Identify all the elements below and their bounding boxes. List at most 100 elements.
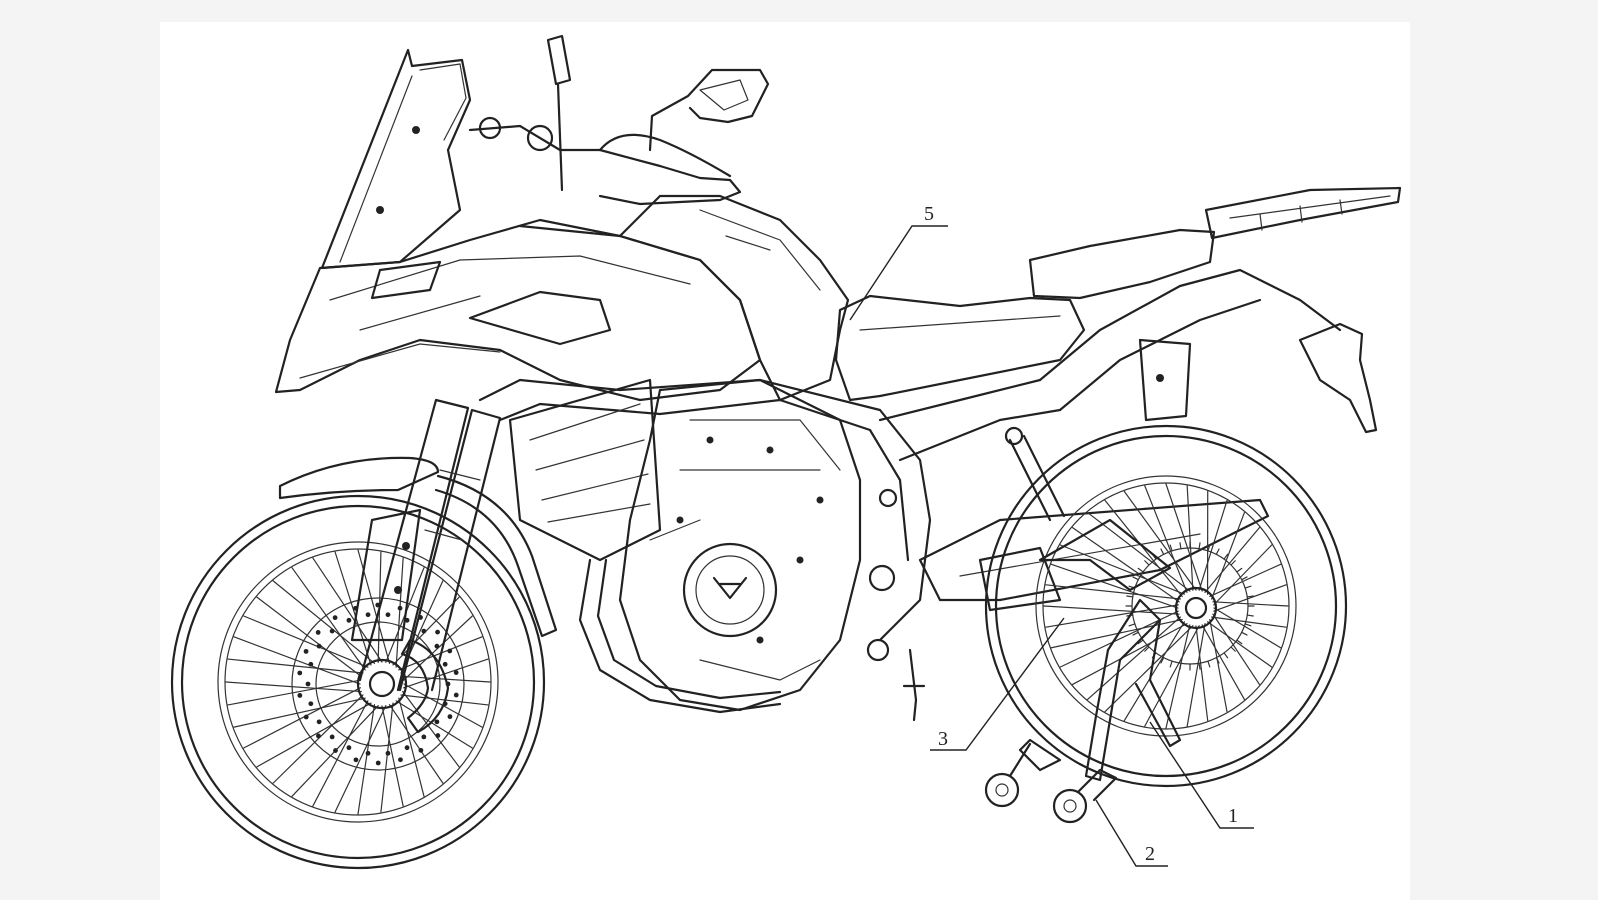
sprocket-tooth xyxy=(1236,639,1243,645)
rider-seat xyxy=(834,294,1086,402)
sprocket-tooth xyxy=(1179,662,1182,670)
rear-shock xyxy=(1004,426,1066,522)
disc-hole xyxy=(316,643,322,649)
spoke xyxy=(1086,511,1191,592)
spoke xyxy=(357,549,391,664)
sprocket-tooth xyxy=(1179,542,1182,550)
sprocket-tooth xyxy=(1215,657,1220,664)
sprocket-tooth xyxy=(1169,660,1173,668)
callout-3: 3 xyxy=(930,617,1065,751)
disc-hole xyxy=(303,648,309,654)
spoke xyxy=(1050,563,1179,609)
spoke xyxy=(395,557,404,668)
windscreen xyxy=(320,48,472,270)
spoke xyxy=(1144,625,1200,727)
spoke xyxy=(1210,616,1287,628)
spoke xyxy=(1086,616,1182,701)
spoke xyxy=(1050,618,1183,649)
sprocket-tooth xyxy=(1244,585,1252,589)
rear-spokes xyxy=(1043,483,1289,729)
sprocket-tooth xyxy=(1246,614,1254,617)
disc-hole xyxy=(333,748,338,753)
spoke xyxy=(1186,485,1194,591)
disc-hole xyxy=(421,628,427,634)
main-frame xyxy=(478,224,1062,662)
spoke xyxy=(402,690,460,768)
disc-hole xyxy=(447,714,453,720)
sprocket-tooth xyxy=(1246,595,1254,598)
disc-hole xyxy=(316,733,321,739)
disc-hole xyxy=(316,719,322,725)
spoke xyxy=(1123,621,1186,722)
sprocket-tooth xyxy=(1215,548,1220,555)
exhaust-headers xyxy=(578,558,782,714)
spoke xyxy=(388,704,444,784)
disc-hole xyxy=(308,661,314,667)
spoke xyxy=(312,557,383,663)
spoke xyxy=(1165,624,1191,729)
disc-hole xyxy=(435,629,440,635)
paddock-stand xyxy=(984,518,1182,824)
spoke xyxy=(1201,624,1246,701)
spoke xyxy=(272,694,364,784)
disc-hole xyxy=(329,628,335,634)
sprocket-tooth xyxy=(1126,595,1134,598)
spoke xyxy=(312,700,369,807)
disc-hole xyxy=(308,701,314,707)
fuel-tank xyxy=(618,194,850,402)
sprocket-tooth xyxy=(1137,567,1144,573)
spoke xyxy=(233,636,361,685)
disc-hole xyxy=(375,760,381,766)
brand-logo-icon xyxy=(712,576,748,600)
spoke xyxy=(1186,622,1206,727)
front-wheel xyxy=(170,494,546,870)
sprocket-tooth xyxy=(1207,660,1211,668)
disc-hole xyxy=(435,733,441,738)
sprocket-tooth xyxy=(1144,560,1150,566)
spoke xyxy=(1071,526,1180,603)
sprocket-tooth xyxy=(1132,576,1139,581)
disc-hole xyxy=(418,747,424,753)
sprocket-tooth xyxy=(1241,576,1248,581)
spoke xyxy=(1213,584,1287,612)
rear-side-panel xyxy=(1138,338,1192,422)
disc-hole xyxy=(346,745,352,751)
callout-label-1: 1 xyxy=(1228,805,1238,827)
sprocket-tooth xyxy=(1198,542,1201,550)
spoke xyxy=(243,615,369,668)
engine-clutch-cover xyxy=(682,542,778,638)
sprocket-tooth xyxy=(1160,657,1165,664)
disc-hole xyxy=(447,648,453,654)
spoke xyxy=(1071,622,1188,686)
sprocket-tooth xyxy=(1169,544,1173,552)
spoke xyxy=(1195,625,1209,722)
headlight xyxy=(370,260,442,300)
disc-hole xyxy=(404,745,410,751)
passenger-seat xyxy=(1028,228,1216,300)
callout-5: 5 xyxy=(849,203,948,321)
disc-hole xyxy=(442,661,448,667)
spoke xyxy=(1104,625,1194,713)
sprocket-tooth xyxy=(1144,646,1150,652)
radiator xyxy=(508,378,662,562)
disc-hole xyxy=(297,693,303,698)
sprocket-tooth xyxy=(1223,553,1229,560)
sprocket-tooth xyxy=(1244,623,1252,627)
spoke xyxy=(1204,526,1261,594)
disc-hole xyxy=(385,612,391,618)
sprocket-tooth xyxy=(1241,631,1248,636)
disc-hole xyxy=(332,615,338,621)
spoke xyxy=(1212,601,1289,607)
disc-hole xyxy=(421,734,427,740)
spoke xyxy=(1206,621,1273,668)
sprocket-tooth xyxy=(1207,544,1211,552)
sprocket-tooth xyxy=(1128,623,1136,627)
stand-caster-right xyxy=(1052,788,1088,824)
spoke xyxy=(357,704,376,815)
callout-2: 2 xyxy=(1095,799,1168,867)
sprocket-tooth xyxy=(1132,631,1139,636)
spoke xyxy=(256,702,372,768)
front-fork xyxy=(350,398,502,692)
front-fender xyxy=(278,456,558,638)
